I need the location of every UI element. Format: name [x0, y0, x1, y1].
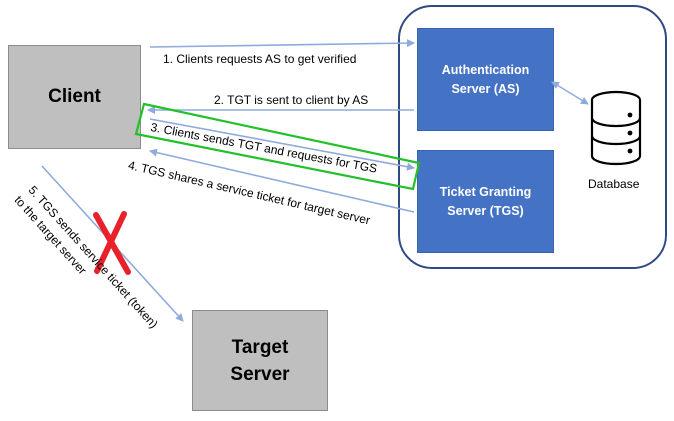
as-label-line2: Server (AS)	[451, 81, 520, 96]
client-label: Client	[48, 86, 101, 107]
cross-icon	[93, 211, 131, 275]
database-icon	[590, 90, 642, 166]
ticket-granting-server-node: Ticket Granting Server (TGS)	[417, 150, 554, 253]
step-1-label: 1. Clients requests AS to get verified	[163, 52, 357, 66]
tgs-label-line2: Server (TGS)	[447, 203, 524, 218]
authentication-server-node: Authentication Server (AS)	[417, 28, 554, 131]
target-label-line1: Target	[231, 336, 289, 358]
step-3-highlight	[134, 102, 421, 191]
target-label-line2: Server	[230, 363, 290, 385]
arrow-step-4	[149, 148, 415, 213]
client-node: Client	[8, 45, 141, 149]
step-2-label: 2. TGT is sent to client by AS	[214, 93, 369, 107]
target-server-node: Target Server	[192, 310, 328, 411]
tgs-label-line1: Ticket Granting	[439, 184, 532, 199]
arrow-step-1	[149, 39, 415, 48]
database-label: Database	[588, 177, 640, 191]
as-label-line1: Authentication	[441, 62, 530, 77]
arrow-step-3	[149, 118, 415, 171]
database-connector	[551, 81, 589, 105]
